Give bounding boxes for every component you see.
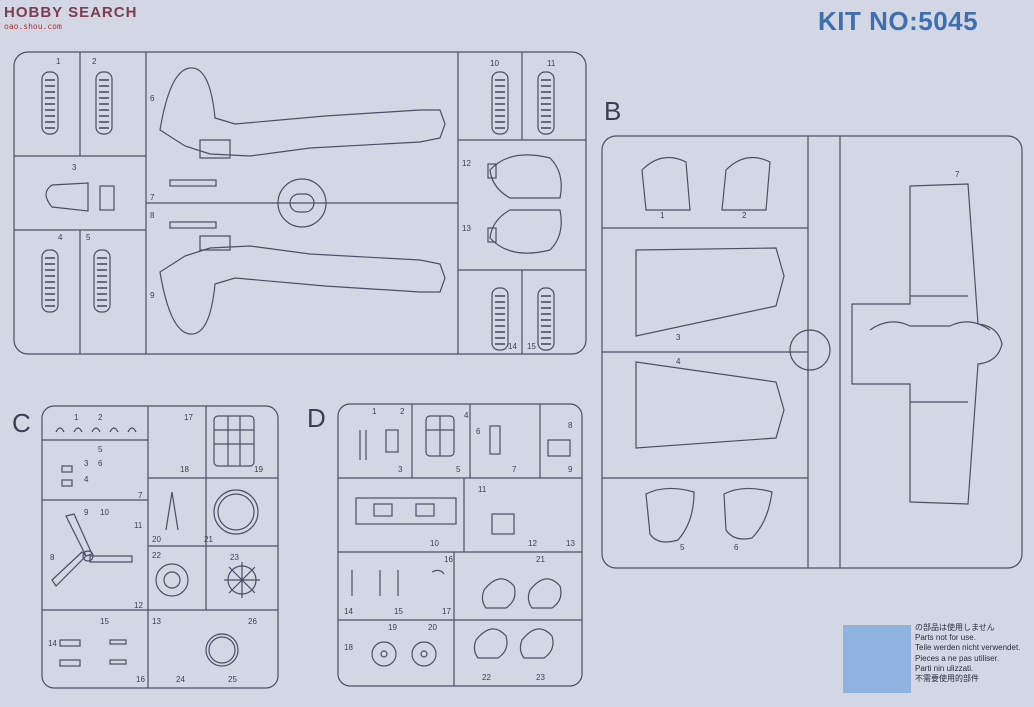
sprue-b-part-1: 1 xyxy=(660,211,665,220)
sprue-d-part-10: 10 xyxy=(430,539,439,548)
sprue-a-part-2: 2 xyxy=(92,57,97,66)
legend-line-german: Teile werden nicht verwendet. xyxy=(915,643,1021,653)
sprue-d-part-23: 23 xyxy=(536,673,545,682)
sprue-a-part-5: 5 xyxy=(86,233,91,242)
legend-line-japanese: の部品は使用しません xyxy=(915,623,995,632)
sprue-a-part-13: 13 xyxy=(462,224,471,233)
sprue-d-part-3: 3 xyxy=(398,465,403,474)
sprue-c-part-22: 22 xyxy=(152,551,161,560)
sprue-a-part-11: 11 xyxy=(547,59,556,68)
sprue-label-c: C xyxy=(12,408,31,438)
sprue-a-part-8: 8 xyxy=(150,211,155,220)
sprue-b-part-5: 5 xyxy=(680,543,685,552)
legend-line-italian: Parti nin ulizzati. xyxy=(915,663,974,673)
sprue-d-part-18: 18 xyxy=(344,643,353,652)
sprue-a-part-6: 6 xyxy=(150,94,155,103)
sprue-d-part-17: 17 xyxy=(442,607,451,616)
sprue-label-b: B xyxy=(604,96,622,126)
sprue-d-part-15: 15 xyxy=(394,607,403,616)
kit-number: KIT NO:5045 xyxy=(818,6,979,36)
sprue-c-part-16: 16 xyxy=(136,675,145,684)
sprue-c-part-23: 23 xyxy=(230,553,239,562)
sprue-d-part-14: 14 xyxy=(344,607,353,616)
sprue-c-part-12: 12 xyxy=(134,601,143,610)
sprue-a-part-7: 7 xyxy=(150,193,155,202)
sprue-d-part-20: 20 xyxy=(428,623,437,632)
sprue-d-part-7: 7 xyxy=(512,465,517,474)
sprue-c-part-1: 1 xyxy=(74,413,79,422)
legend-line-english: Parts not for use. xyxy=(915,633,976,643)
legend-line-french: Pieces a ne pas utiliser. xyxy=(915,653,1000,663)
sprue-d-part-22: 22 xyxy=(482,673,491,682)
sprue-d-part-11: 11 xyxy=(478,485,487,494)
sprue-c xyxy=(41,405,279,689)
sprue-b-part-6: 6 xyxy=(734,543,739,552)
legend-text: の部品は使用しません Parts not for use. Teile werd… xyxy=(915,623,1020,684)
sprue-a-part-1: 1 xyxy=(56,57,61,66)
sprue-a-part-12: 12 xyxy=(462,159,471,168)
sprue-d-part-13: 13 xyxy=(566,539,575,548)
sprue-c-part-6: 6 xyxy=(98,459,103,468)
sprue-d-part-12: 12 xyxy=(528,539,537,548)
sprue-b-part-2: 2 xyxy=(742,211,747,220)
sprue-a-part-10: 10 xyxy=(490,59,499,68)
sprue-d-part-6: 6 xyxy=(476,427,481,436)
sprue-d-part-21: 21 xyxy=(536,555,545,564)
sprue-c-part-19: 19 xyxy=(254,465,263,474)
sprue-c-part-9: 9 xyxy=(84,508,89,517)
sprue-d xyxy=(337,403,583,687)
sprue-d-part-9: 9 xyxy=(568,465,573,474)
sprue-c-part-11: 11 xyxy=(134,521,143,530)
sprue-c-part-7: 7 xyxy=(138,491,143,500)
legend-line-chinese: 不需要使用的部件 xyxy=(915,674,979,684)
sprue-b-part-4: 4 xyxy=(676,357,681,366)
sprue-d-part-16: 16 xyxy=(444,555,453,564)
sprue-a-part-3: 3 xyxy=(72,163,77,172)
legend-swatch xyxy=(843,625,911,693)
sprue-b-part-7: 7 xyxy=(955,170,960,179)
sprue-c-part-8: 8 xyxy=(50,553,55,562)
watermark-logo: HOBBY SEARCH oao.shou.com xyxy=(0,0,170,34)
sprue-a-part-9: 9 xyxy=(150,291,155,300)
sprue-b-part-3: 3 xyxy=(676,333,681,342)
sprue-c-part-3: 3 xyxy=(84,459,89,468)
watermark-url: oao.shou.com xyxy=(4,22,62,31)
sprue-c-part-4: 4 xyxy=(84,475,89,484)
sprue-label-d: D xyxy=(307,403,326,433)
sprue-d-part-2: 2 xyxy=(400,407,405,416)
sprue-d-part-4: 4 xyxy=(464,411,469,420)
sprue-c-part-17: 17 xyxy=(184,413,193,422)
sprue-a-part-14: 14 xyxy=(508,342,517,351)
sprue-c-part-2: 2 xyxy=(98,413,103,422)
sprue-c-part-13: 13 xyxy=(152,617,161,626)
sprue-c-part-24: 24 xyxy=(176,675,185,684)
sprue-d-part-1: 1 xyxy=(372,407,377,416)
sprue-d-part-19: 19 xyxy=(388,623,397,632)
sprue-d-part-8: 8 xyxy=(568,421,573,430)
sprue-c-part-25: 25 xyxy=(228,675,237,684)
sprue-b xyxy=(601,135,1023,569)
sprue-c-part-18: 18 xyxy=(180,465,189,474)
sprue-c-part-14: 14 xyxy=(48,639,57,648)
sprue-a xyxy=(13,51,587,355)
sprue-c-part-15: 15 xyxy=(100,617,109,626)
sprue-a-part-4: 4 xyxy=(58,233,63,242)
sprue-c-part-10: 10 xyxy=(100,508,109,517)
sprue-c-part-26: 26 xyxy=(248,617,257,626)
sprue-a-part-15: 15 xyxy=(527,342,536,351)
sprue-c-part-21: 21 xyxy=(204,535,213,544)
sprue-d-part-5: 5 xyxy=(456,465,461,474)
sprue-c-part-20: 20 xyxy=(152,535,161,544)
sprue-c-part-5: 5 xyxy=(98,445,103,454)
watermark-brand: HOBBY SEARCH xyxy=(4,4,138,21)
